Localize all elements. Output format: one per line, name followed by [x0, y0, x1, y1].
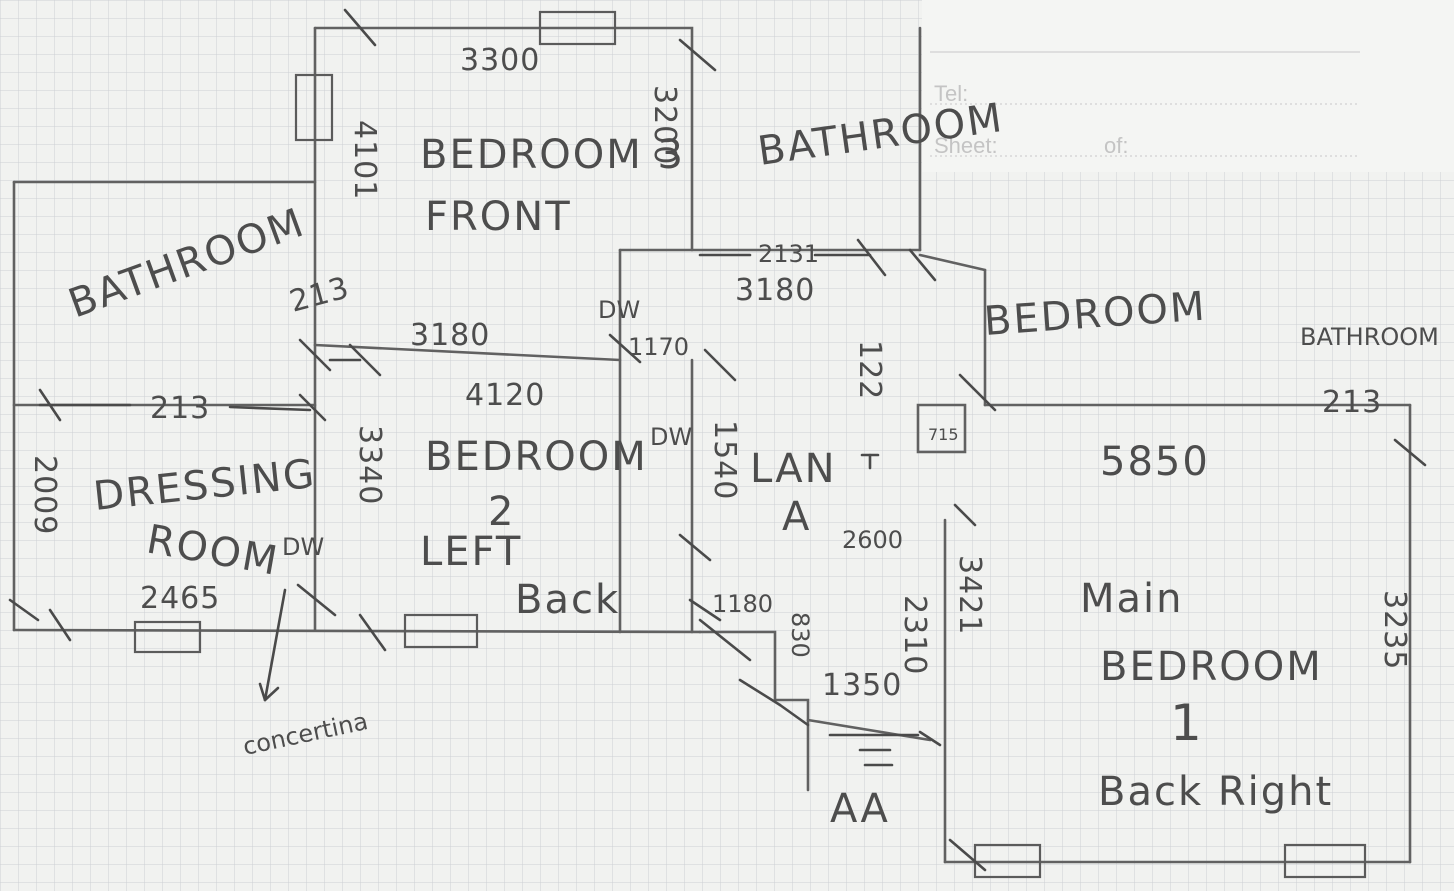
window-bed3-top: [538, 10, 617, 46]
dim-3235: 3235: [1377, 590, 1412, 670]
dim-715: 715: [928, 425, 959, 444]
dim-5850: 5850: [1100, 439, 1210, 485]
dim-upper-3180: 3180: [410, 318, 490, 353]
window-main-right: [1283, 843, 1367, 879]
dim-bath-far-213: 213: [1322, 385, 1382, 420]
dim-hall-top-small: 2131: [758, 240, 819, 268]
dim-1350: 1350: [822, 668, 902, 703]
note-aa: AA: [830, 786, 890, 832]
window-bed3-left: [294, 73, 334, 142]
room-num-main-bedroom: 1: [1170, 694, 1204, 752]
room-label-landing: LAN: [750, 446, 837, 492]
dim-830: 830: [786, 612, 814, 658]
dim-dw-left: DW: [598, 296, 640, 324]
dim-dressing-2465: 2465: [140, 581, 220, 616]
dim-dw-small: DW: [282, 533, 324, 561]
dim-bed3-depth: 4101: [347, 120, 382, 200]
room-back-bedroom2: Back: [515, 577, 620, 623]
room-label-bedroom2: BEDROOM: [425, 434, 648, 480]
dim-dw-right: DW: [650, 423, 692, 451]
room-label-landing-2: A: [782, 494, 811, 540]
room-label-main-bedroom: Main: [1080, 576, 1184, 622]
room-num-bedroom2: 2: [488, 489, 515, 535]
dim-2600: 2600: [842, 526, 903, 554]
dim-bed3-right: 3200: [647, 85, 682, 165]
dim-1170: 1170: [628, 333, 689, 361]
sheet-label: Sheet:: [934, 133, 998, 158]
window-dressing: [133, 620, 202, 654]
room-label-main-bedroom-2: BEDROOM: [1100, 644, 1323, 690]
dim-dressing-2009: 2009: [27, 455, 62, 535]
dim-3421: 3421: [952, 555, 987, 635]
room-label-bedroom3: BEDROOM 3: [420, 132, 685, 178]
dim-hall-top: 3180: [735, 273, 815, 308]
room-label-bathroom-far-right: BATHROOM: [1300, 323, 1439, 351]
tel-label: Tel:: [934, 81, 968, 106]
dim-bed3-width: 3300: [460, 43, 540, 78]
dim-2310: 2310: [897, 595, 932, 675]
of-label: of:: [1104, 133, 1128, 158]
dim-1540: 1540: [707, 420, 742, 500]
dim-bed2-width: 4120: [465, 378, 545, 413]
dim-1180: 1180: [712, 590, 773, 618]
dim-122: 122: [852, 340, 887, 400]
room-sub-bedroom2: LEFT: [420, 529, 522, 575]
room-sub-main-bedroom: Back Right: [1098, 769, 1333, 815]
dim-bed2-3340: 3340: [352, 425, 387, 505]
dim-dressing-213: 213: [150, 391, 210, 426]
title-block: Tel: Sheet: of:: [922, 0, 1454, 172]
room-sub-bedroom3: FRONT: [425, 194, 572, 240]
dimension-lines: [38, 253, 920, 767]
walls: [12, 26, 1412, 864]
window-bed2: [403, 613, 479, 649]
